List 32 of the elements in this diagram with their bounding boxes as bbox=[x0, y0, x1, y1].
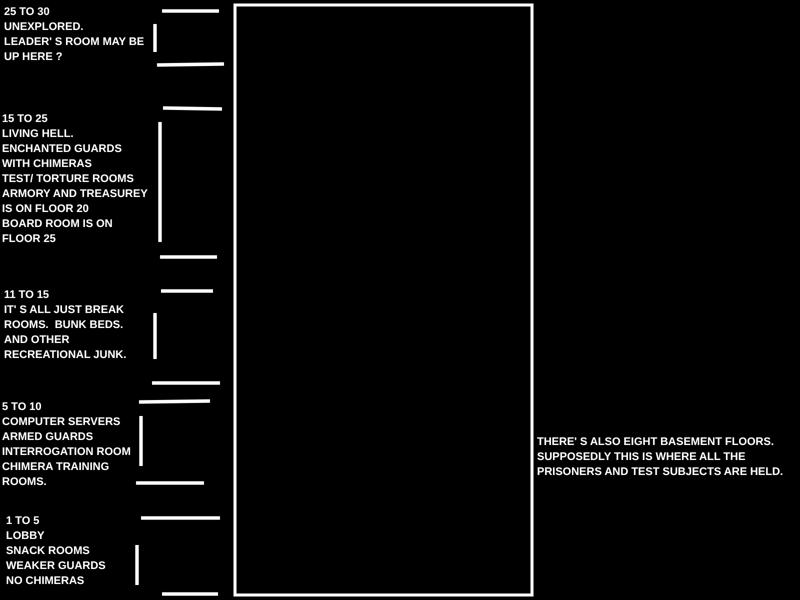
note-text: FLOOR 25 bbox=[2, 232, 56, 246]
note-text: NO CHIMERAS bbox=[6, 574, 84, 588]
note-text: IT' S ALL JUST BREAK bbox=[4, 303, 124, 317]
note-text: LIVING HELL. bbox=[2, 127, 74, 141]
note-text: LEADER' S ROOM MAY BE bbox=[4, 35, 144, 49]
note-text: WEAKER GUARDS bbox=[6, 559, 106, 573]
note-text: UNEXPLORED. bbox=[4, 20, 84, 34]
note-text: CHIMERA TRAINING bbox=[2, 460, 110, 474]
note-text: ROOMS. BUNK BEDS. bbox=[4, 318, 124, 332]
note-text: SNACK ROOMS bbox=[6, 544, 90, 558]
note-text: IS ON FLOOR 20 bbox=[2, 202, 89, 216]
note-text: 1 TO 5 bbox=[6, 514, 40, 528]
note-text: THERE' S ALSO EIGHT BASEMENT FLOORS. bbox=[537, 435, 774, 449]
note-text: ARMORY AND TREASUREY bbox=[2, 187, 148, 201]
note-text: ARMED GUARDS bbox=[2, 430, 94, 444]
note-text: UP HERE ? bbox=[4, 50, 62, 64]
note-text: 25 TO 30 bbox=[4, 5, 50, 19]
note-text: RECREATIONAL JUNK. bbox=[4, 348, 126, 362]
note-text: WITH CHIMERAS bbox=[2, 157, 92, 171]
note-text: TEST/ TORTURE ROOMS bbox=[2, 172, 134, 186]
note-text: 11 TO 15 bbox=[4, 288, 50, 302]
note-text: COMPUTER SERVERS bbox=[2, 415, 120, 429]
note-text: BOARD ROOM IS ON bbox=[2, 217, 113, 231]
note-text: ENCHANTED GUARDS bbox=[2, 142, 122, 156]
note-text: LOBBY bbox=[6, 529, 44, 543]
note-text: ROOMS. bbox=[2, 475, 47, 489]
note-text: 15 TO 25 bbox=[2, 112, 48, 126]
note-text: PRISONERS AND TEST SUBJECTS ARE HELD. bbox=[537, 465, 784, 479]
note-text: AND OTHER bbox=[4, 333, 70, 347]
note-text: 5 TO 10 bbox=[2, 400, 42, 414]
note-text: INTERROGATION ROOM bbox=[2, 445, 131, 459]
note-text: SUPPOSEDLY THIS IS WHERE ALL THE bbox=[537, 450, 746, 464]
